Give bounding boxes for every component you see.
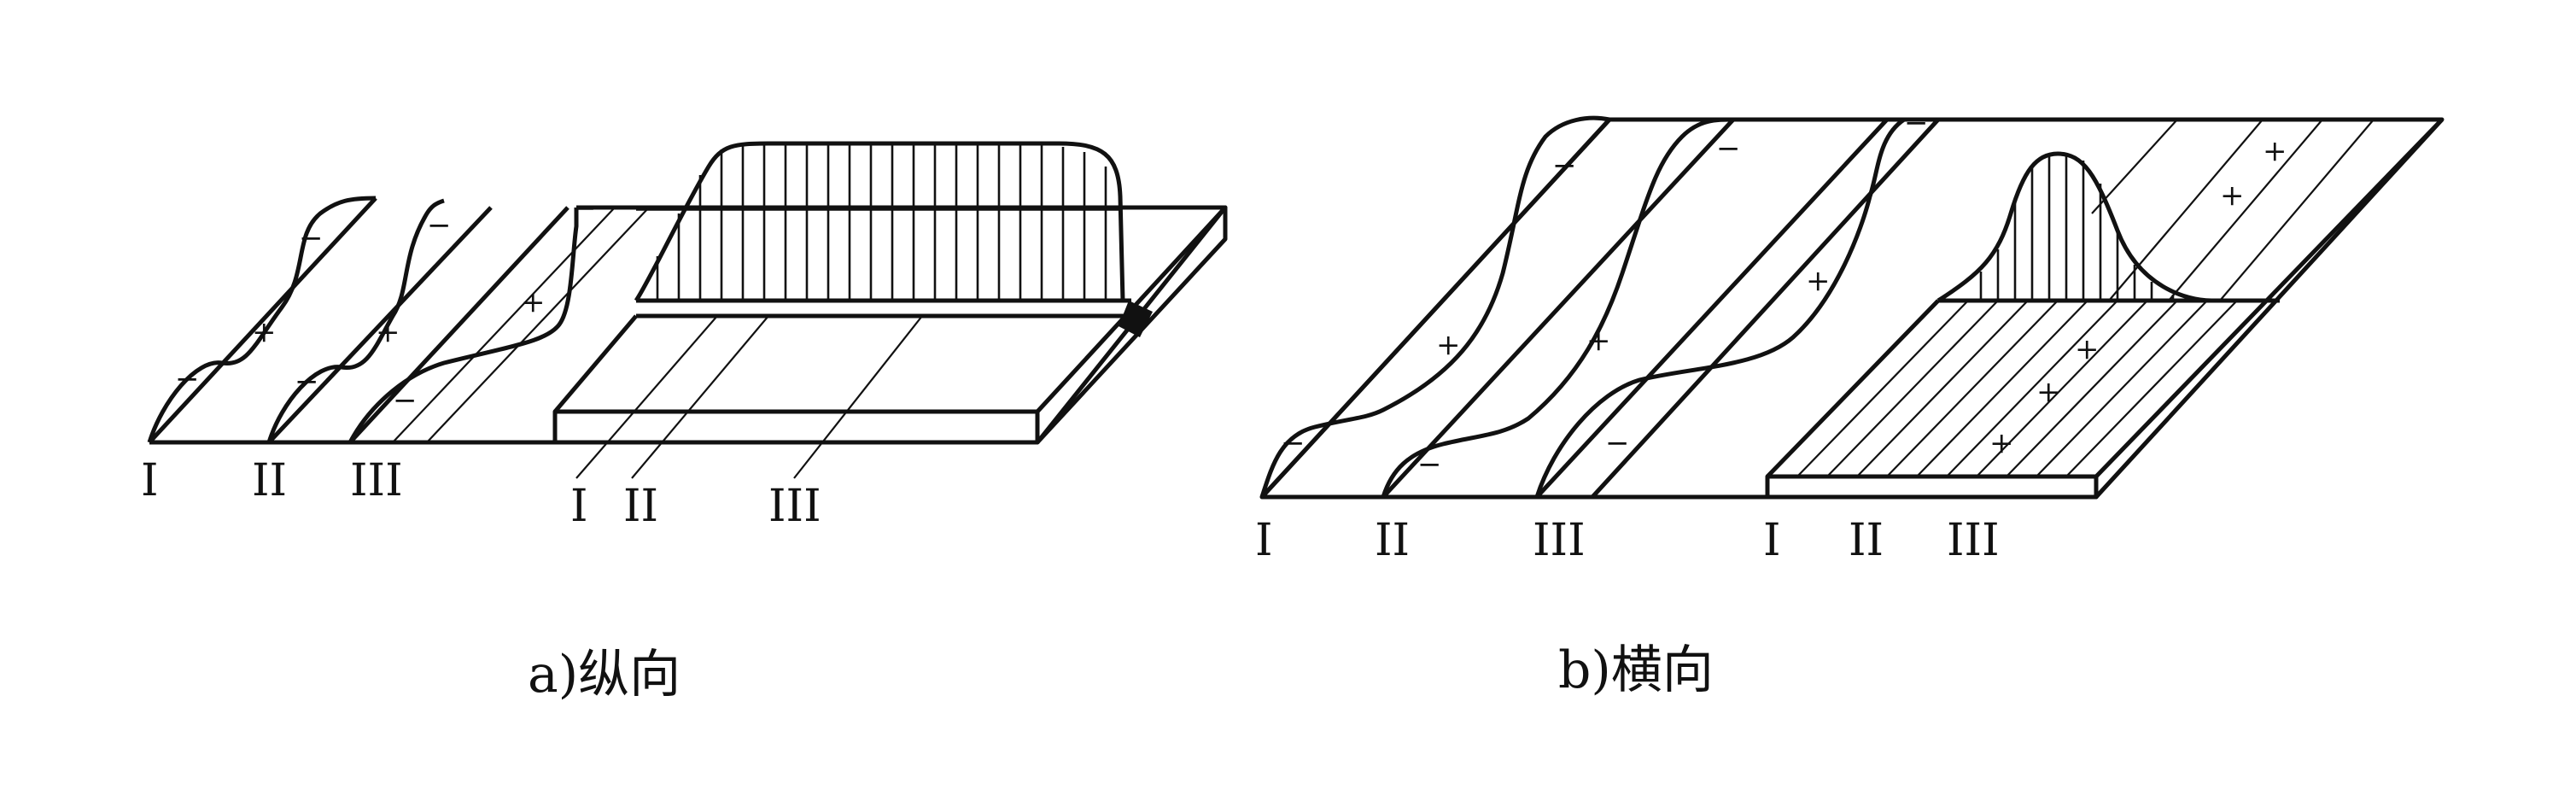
plate-b-outline (1259, 117, 2445, 500)
stress-profile-b-weld (1936, 151, 2212, 303)
section-line-b-III-2 (1591, 118, 1940, 499)
sign-b-5: + (1586, 324, 1611, 358)
weld-section-a-front (552, 409, 1040, 445)
label-a-left-II: II (252, 455, 287, 506)
sign-a-7: − (393, 383, 418, 418)
stress-wave-a-II (266, 198, 445, 443)
section-line-a-III (348, 206, 570, 444)
section-line-a-I (148, 196, 377, 444)
sign-b-14: + (2220, 178, 2245, 213)
weld-section-line-a-I (575, 315, 718, 479)
sign-b-8: + (1806, 264, 1831, 298)
label-b-left-III: III (1533, 515, 1586, 566)
stress-wave-b-I (1259, 115, 1610, 498)
sign-a-2: + (252, 315, 277, 349)
sign-b-11: + (2036, 375, 2061, 409)
section-line-a-II (267, 206, 493, 444)
weld-bead-marker (1119, 301, 1153, 337)
sign-a-5: + (376, 315, 400, 349)
sign-a-4: − (295, 365, 319, 399)
label-b-left-I: I (1255, 515, 1273, 566)
stress-wave-b-III (1534, 117, 1906, 498)
figure-a-longitudinal: − + − − + − − + − I II III I II III a)纵向 (141, 141, 1228, 705)
sign-a-6: − (427, 208, 452, 243)
stress-wave-a-I (147, 196, 377, 443)
section-line-b-II (1381, 118, 1735, 499)
label-b-left-II: II (1375, 515, 1410, 566)
sign-b-4: + (1436, 328, 1461, 362)
sign-b-12: + (1989, 426, 2014, 460)
label-b-weld-III: III (1947, 515, 2000, 566)
weld-section-lines-b (1796, 119, 2374, 477)
sign-b-10: + (2075, 332, 2100, 366)
label-a-left-III: III (350, 455, 403, 506)
section-line-a-mid (392, 207, 616, 443)
sign-a-3: − (299, 221, 324, 255)
stress-wave-b-II (1381, 117, 1734, 498)
label-a-left-I: I (141, 455, 159, 506)
sign-a-8: + (521, 285, 546, 319)
weld-section-a-inner (553, 314, 638, 413)
label-a-weld-I: I (570, 481, 588, 532)
section-line-b-I (1260, 118, 1611, 499)
stress-hatching-a (636, 145, 1120, 301)
sign-b-9: − (1904, 106, 1929, 140)
sign-a-9: − (572, 191, 597, 225)
label-a-weld-II: II (623, 481, 658, 532)
label-b-weld-I: I (1763, 515, 1781, 566)
weld-section-b-inner (1766, 299, 1940, 478)
sign-b-2: − (1552, 149, 1577, 183)
weld-section-b-front (1765, 474, 2099, 500)
label-b-weld-II: II (1849, 515, 1884, 566)
label-a-weld-III: III (768, 481, 821, 532)
section-line-b-III (1535, 118, 1889, 499)
sign-b-7: − (1605, 426, 1630, 460)
figure-b-transverse: − − − + + − − + − + + + + + I II III I I… (1255, 106, 2445, 700)
sign-b-3: − (1716, 132, 1741, 166)
stress-hatching-b (1979, 155, 2175, 301)
caption-b: b)横向 (1558, 640, 1714, 700)
sign-b-6: − (1417, 447, 1442, 482)
weld-section-line-a-III (793, 315, 923, 479)
sign-b-1: − (1281, 426, 1306, 460)
sign-b-13: + (2263, 134, 2287, 168)
sign-a-1: − (175, 362, 200, 396)
section-line-a-mid2 (426, 207, 650, 443)
caption-a: a)纵向 (528, 645, 681, 705)
weld-section-line-a-II (631, 315, 769, 479)
stress-profile-a-weld (634, 141, 1125, 302)
